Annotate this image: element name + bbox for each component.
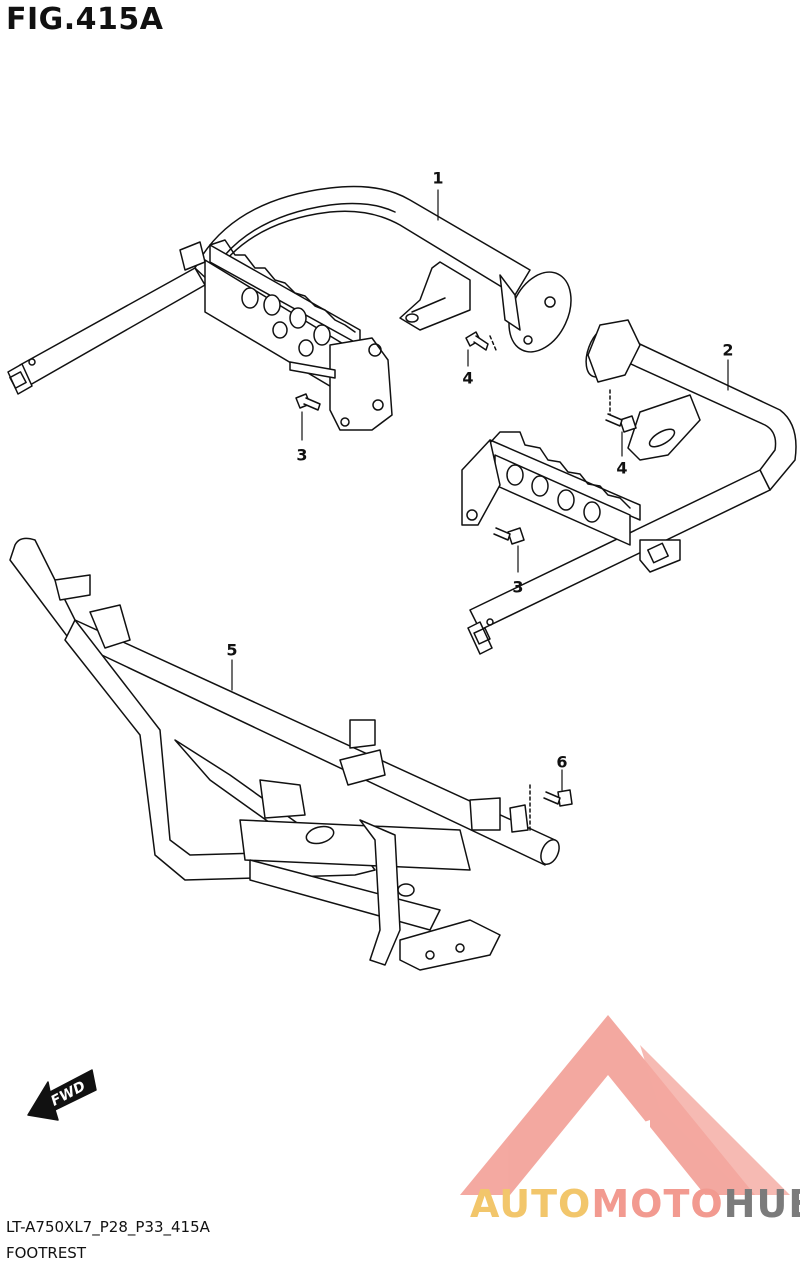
part-label-6: 6 [556, 752, 568, 772]
part-label-4-upper: 4 [462, 368, 474, 388]
figure-code: LT-A750XL7_P28_P33_415A [6, 1218, 210, 1236]
part-label-3-lower: 3 [512, 577, 524, 597]
fwd-arrow-icon [27, 1069, 97, 1121]
part-label-1: 1 [432, 168, 444, 188]
part-label-3-upper: 3 [296, 445, 308, 465]
watermark-logo [460, 1015, 790, 1195]
bolt-4-upper [465, 331, 497, 351]
part-5-front-guard [9, 537, 560, 971]
leader-lines [231, 189, 729, 791]
watermark-text: AUTOMOTOHUB [470, 1182, 800, 1226]
figure-name: FOOTREST [6, 1244, 86, 1262]
bolt-4-lower [605, 413, 637, 433]
figure-title: FIG.415A [6, 2, 164, 37]
bolt-6 [543, 789, 573, 807]
part-label-5: 5 [226, 640, 238, 660]
bolt-3-lower [493, 527, 525, 545]
part-1-left-footrest-frame [7, 185, 572, 431]
watermark-hub: HUB [723, 1182, 800, 1226]
part-label-4-lower: 4 [616, 458, 628, 478]
watermark-auto: AUTO [470, 1182, 592, 1226]
bolt-3-upper [295, 393, 321, 411]
part-2-right-footrest-frame [461, 319, 797, 655]
part-label-2: 2 [722, 340, 734, 360]
watermark-moto: MOTO [591, 1182, 724, 1226]
